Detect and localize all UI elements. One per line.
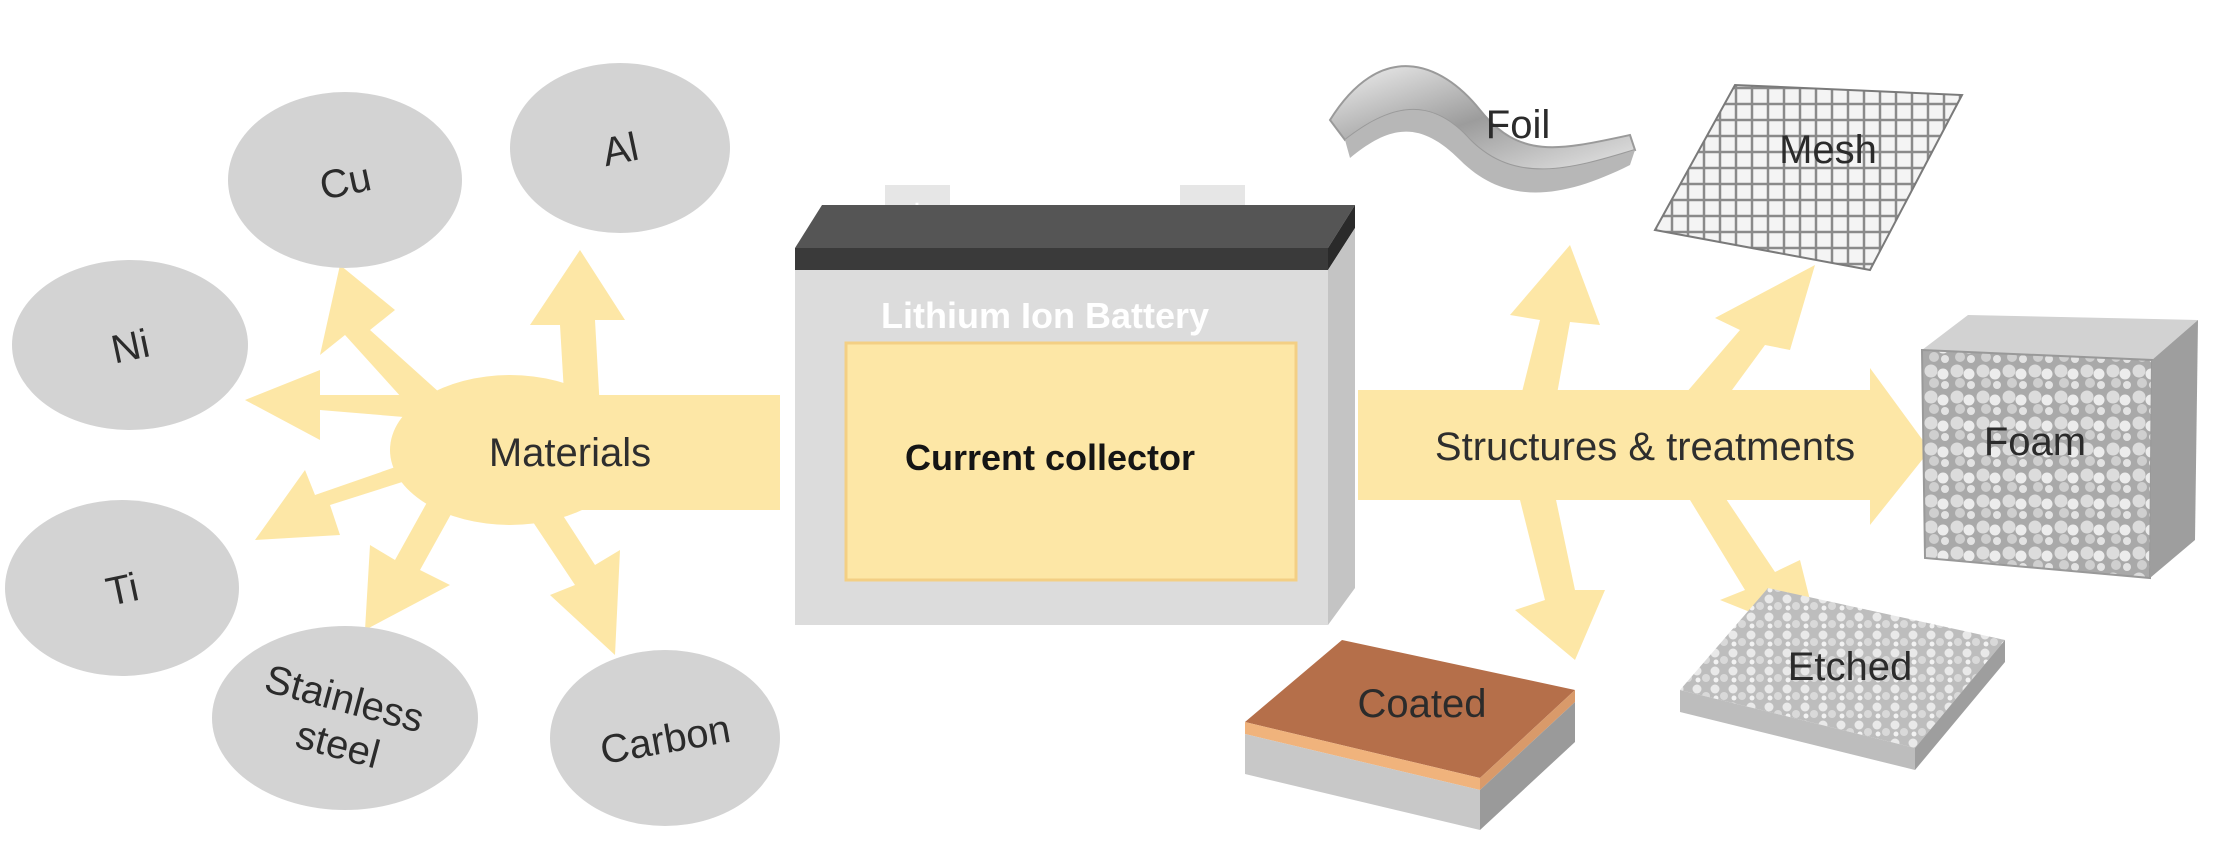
- current-collector-block: [844, 341, 1298, 582]
- materials-arrows: [245, 250, 780, 655]
- material-ni: Ni: [12, 260, 248, 430]
- materials-ovals: Cu Al Ni Ti Stainless steel Carbon: [5, 63, 780, 826]
- structures-flow-label: Structures & treatments: [1435, 425, 1855, 469]
- current-collector-label: Current collector: [905, 437, 1195, 478]
- structure-etched-label: Etched: [1788, 645, 1913, 689]
- material-ni-label: Ni: [107, 322, 153, 373]
- structure-etched: Etched: [1680, 588, 2005, 770]
- materials-flow-label: Materials: [489, 431, 651, 475]
- battery-cap: [795, 248, 1328, 270]
- material-stainless-steel: Stainless steel: [212, 626, 478, 810]
- material-al: Al: [510, 63, 730, 233]
- structure-mesh: Mesh: [1653, 83, 1964, 272]
- structure-mesh-label: Mesh: [1779, 128, 1877, 172]
- structure-foil: Foil: [1328, 65, 1637, 193]
- structure-foam: Foam: [1920, 315, 2198, 580]
- structure-foil-label: Foil: [1486, 103, 1550, 147]
- material-cu: Cu: [228, 92, 462, 268]
- structure-coated: Coated: [1245, 640, 1575, 830]
- material-cu-label: Cu: [316, 155, 375, 209]
- material-ti: Ti: [5, 500, 239, 676]
- material-carbon: Carbon: [550, 650, 780, 826]
- structure-foam-label: Foam: [1984, 420, 2086, 464]
- battery: + - Lithium Ion Battery Current collecto…: [795, 185, 1355, 625]
- structure-coated-label: Coated: [1358, 682, 1487, 726]
- battery-title: Lithium Ion Battery: [881, 295, 1209, 336]
